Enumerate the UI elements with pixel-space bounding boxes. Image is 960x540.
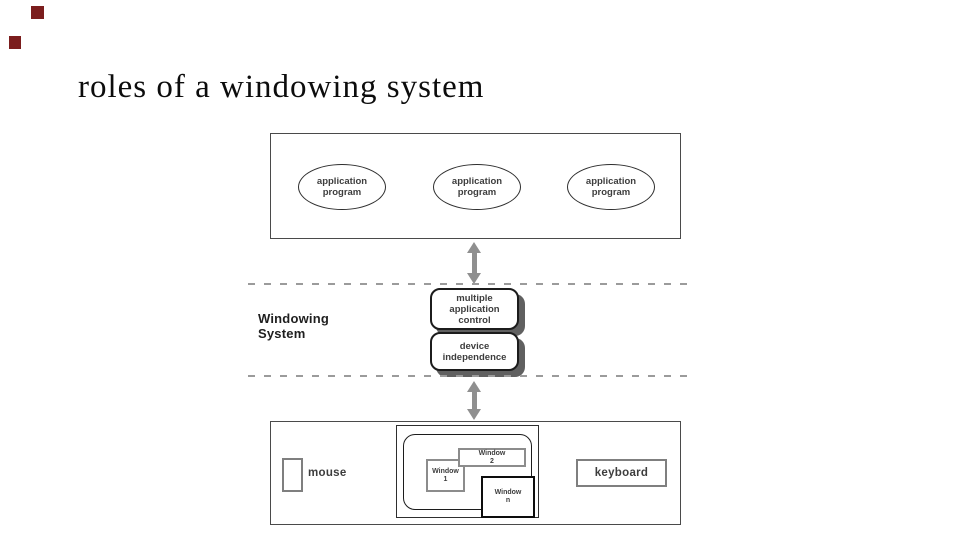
multiple-application-control-label: multiple application control [449, 292, 500, 326]
keyboard-label: keyboard [594, 467, 649, 479]
arrow-head-down-icon [467, 409, 481, 420]
window-1-label: Window 1 [432, 467, 459, 483]
hardware-layer-box: mouse Window 1 Window 2 Window n keyboar… [270, 421, 681, 525]
window-n-label: Window n [494, 489, 522, 504]
windowing-system-label: Windowing System [258, 311, 329, 341]
arrow-head-down-icon [467, 273, 481, 284]
multiple-application-control-box: multiple application control [430, 288, 519, 330]
application-program-ellipse-1: application program [298, 164, 386, 210]
arrow-shaft [472, 251, 477, 275]
screen-area: Window 1 Window 2 Window n [403, 434, 535, 518]
mouse-icon [282, 458, 303, 492]
mouse-label: mouse [308, 467, 347, 479]
slide-accent-square-bottom [9, 36, 21, 49]
application-program-label-3: application program [585, 176, 637, 198]
monitor-box: Window 1 Window 2 Window n [396, 425, 539, 518]
application-layer-box: application program application program … [270, 133, 681, 239]
window-2-box: Window 2 [458, 448, 526, 467]
slide-accent-square-top [31, 6, 44, 19]
window-2-label: Window 2 [478, 449, 506, 465]
application-program-ellipse-3: application program [567, 164, 655, 210]
arrow-head-up-icon [467, 242, 481, 253]
application-program-ellipse-2: application program [433, 164, 521, 210]
dashed-boundary-top [248, 283, 694, 285]
device-independence-box: device independence [430, 332, 519, 371]
bidirectional-arrow-bottom-icon [467, 381, 482, 420]
device-independence-label: device independence [442, 340, 507, 363]
slide-title: roles of a windowing system [78, 69, 485, 105]
dashed-boundary-bottom [248, 375, 694, 377]
window-n-box: Window n [481, 476, 535, 518]
application-program-label-1: application program [316, 176, 368, 198]
keyboard-box: keyboard [576, 459, 667, 487]
arrow-head-up-icon [467, 381, 481, 392]
bidirectional-arrow-top-icon [467, 242, 482, 284]
arrow-shaft [472, 390, 477, 411]
application-program-label-2: application program [451, 176, 503, 198]
